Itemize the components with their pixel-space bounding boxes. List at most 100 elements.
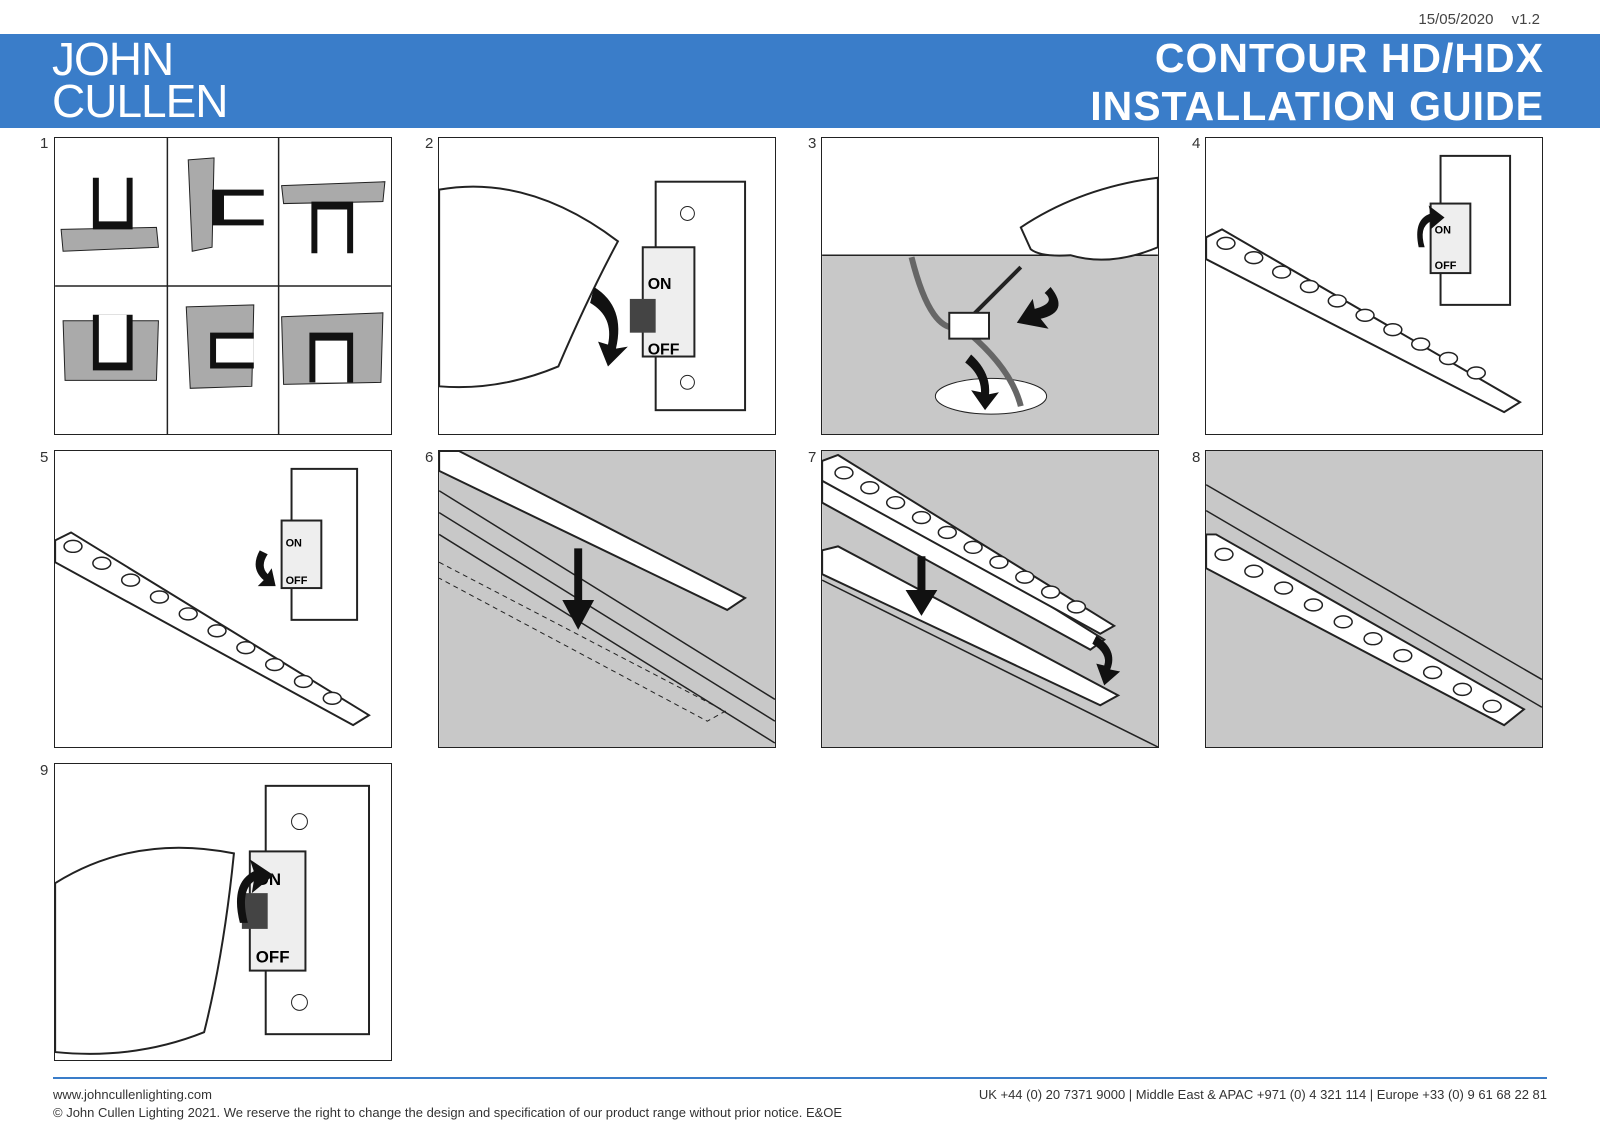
brand-logo[interactable]: JOHN CULLEN [52, 33, 229, 127]
header-banner [0, 34, 1600, 128]
led-chip [1393, 648, 1413, 663]
led-chip [236, 640, 256, 655]
arrow-down-icon [255, 550, 276, 587]
step-number-5: 5 [40, 449, 49, 466]
led-chip [264, 657, 285, 672]
led-chip [293, 674, 314, 689]
led-chip [1066, 600, 1087, 614]
arrow-up-icon [1417, 205, 1445, 248]
led-chip [92, 556, 112, 570]
breaker-off-label-4: OFF [1435, 260, 1457, 272]
led-chip [1015, 570, 1035, 584]
step-3-illustration [821, 137, 1159, 435]
led-chip [1040, 585, 1061, 599]
led-chip [120, 573, 141, 587]
strip-installed-diagram [1206, 451, 1542, 747]
led-chip [1422, 665, 1443, 680]
led-chip [1333, 615, 1353, 629]
step-8-illustration [1205, 450, 1543, 748]
breaker-on-diagram: ON OFF [55, 784, 371, 1055]
led-row [834, 466, 1087, 614]
footer-website[interactable]: www.johncullenlighting.com [53, 1087, 212, 1102]
led-chip [1383, 323, 1403, 337]
breaker-off-diagram: ON OFF [439, 180, 747, 412]
led-chip [937, 525, 957, 540]
led-chip [1299, 279, 1320, 294]
breaker-off-label-5: OFF [286, 575, 308, 587]
led-chip [885, 495, 906, 510]
breaker-off-strip-diagram: ON OFF [55, 467, 371, 727]
footer-copyright: © John Cullen Lighting 2021. We reserve … [53, 1105, 843, 1120]
arrow-down-icon [590, 286, 628, 367]
arrow-down-icon [905, 556, 938, 616]
step-number-2: 2 [425, 135, 434, 152]
test-strip-diagram: ON OFF [1206, 154, 1522, 414]
page-title: CONTOUR HD/HDX INSTALLATION GUIDE [1090, 34, 1544, 130]
led-chip [1452, 682, 1473, 697]
document-version: v1.2 [1511, 11, 1540, 28]
step-7-illustration [821, 450, 1159, 748]
led-chip [1411, 337, 1431, 351]
footer-divider [53, 1077, 1547, 1079]
step-number-1: 1 [40, 135, 49, 152]
footer-contacts: UK +44 (0) 20 7371 9000 | Middle East & … [978, 1087, 1547, 1102]
step-5-illustration: ON OFF [54, 450, 392, 748]
breaker-on-label: ON [648, 276, 672, 293]
led-chip [911, 510, 932, 525]
led-chip [1482, 699, 1502, 713]
arrow-down-icon [965, 354, 999, 411]
led-chip [989, 555, 1009, 569]
document-date: 15/05/2020 [1418, 11, 1494, 28]
led-chip [1327, 294, 1347, 308]
led-chip [1273, 581, 1294, 595]
breaker-on-label-5: ON [286, 537, 302, 549]
led-row [1214, 547, 1502, 713]
arrow-down-icon [562, 548, 595, 630]
step-number-4: 4 [1192, 135, 1201, 152]
led-chip [1363, 632, 1383, 646]
led-chip [963, 540, 983, 555]
step-number-7: 7 [808, 449, 817, 466]
step-number-8: 8 [1192, 449, 1201, 466]
peel-and-press-diagram [822, 451, 1158, 747]
logo-line-1: JOHN [52, 33, 174, 85]
insert-channel-diagram [439, 451, 775, 747]
led-chip [1466, 366, 1486, 380]
led-chip [1244, 250, 1264, 265]
document-meta: 15/05/2020 v1.2 [1404, 11, 1540, 28]
led-chip [1244, 564, 1264, 578]
step-number-6: 6 [425, 449, 434, 466]
step-number-3: 3 [808, 135, 817, 152]
arrow-up-icon [236, 859, 274, 923]
rotate-arrow-icon [1016, 286, 1059, 329]
step-1-illustration [54, 137, 392, 435]
breaker-off-label: OFF [648, 342, 680, 359]
led-row [63, 539, 342, 706]
logo-line-2: CULLEN [52, 75, 229, 127]
led-chip [149, 590, 170, 604]
led-chip [1271, 265, 1292, 279]
led-chip [834, 466, 854, 480]
led-row [1216, 236, 1486, 380]
title-line-2: INSTALLATION GUIDE [1090, 83, 1544, 129]
step-9-illustration: ON OFF [54, 763, 392, 1061]
step-2-illustration: ON OFF [438, 137, 776, 435]
led-chip [178, 607, 198, 621]
connect-wiring-diagram [822, 176, 1158, 434]
step-6-illustration [438, 450, 776, 748]
breaker-on-label-4: ON [1435, 224, 1451, 236]
led-chip [322, 691, 342, 706]
led-chip [1216, 236, 1236, 250]
breaker-off-label-9: OFF [256, 948, 290, 967]
led-chip [860, 481, 880, 495]
led-chip [207, 624, 227, 638]
step-4-illustration: ON OFF [1205, 137, 1543, 435]
arrow-curve-icon [1092, 635, 1121, 686]
led-chip [63, 539, 83, 554]
step-number-9: 9 [40, 762, 49, 779]
title-line-1: CONTOUR HD/HDX [1154, 35, 1544, 81]
led-chip [1303, 598, 1324, 612]
led-chip [1438, 351, 1459, 366]
led-chip [1214, 547, 1234, 562]
led-chip [1355, 308, 1375, 323]
